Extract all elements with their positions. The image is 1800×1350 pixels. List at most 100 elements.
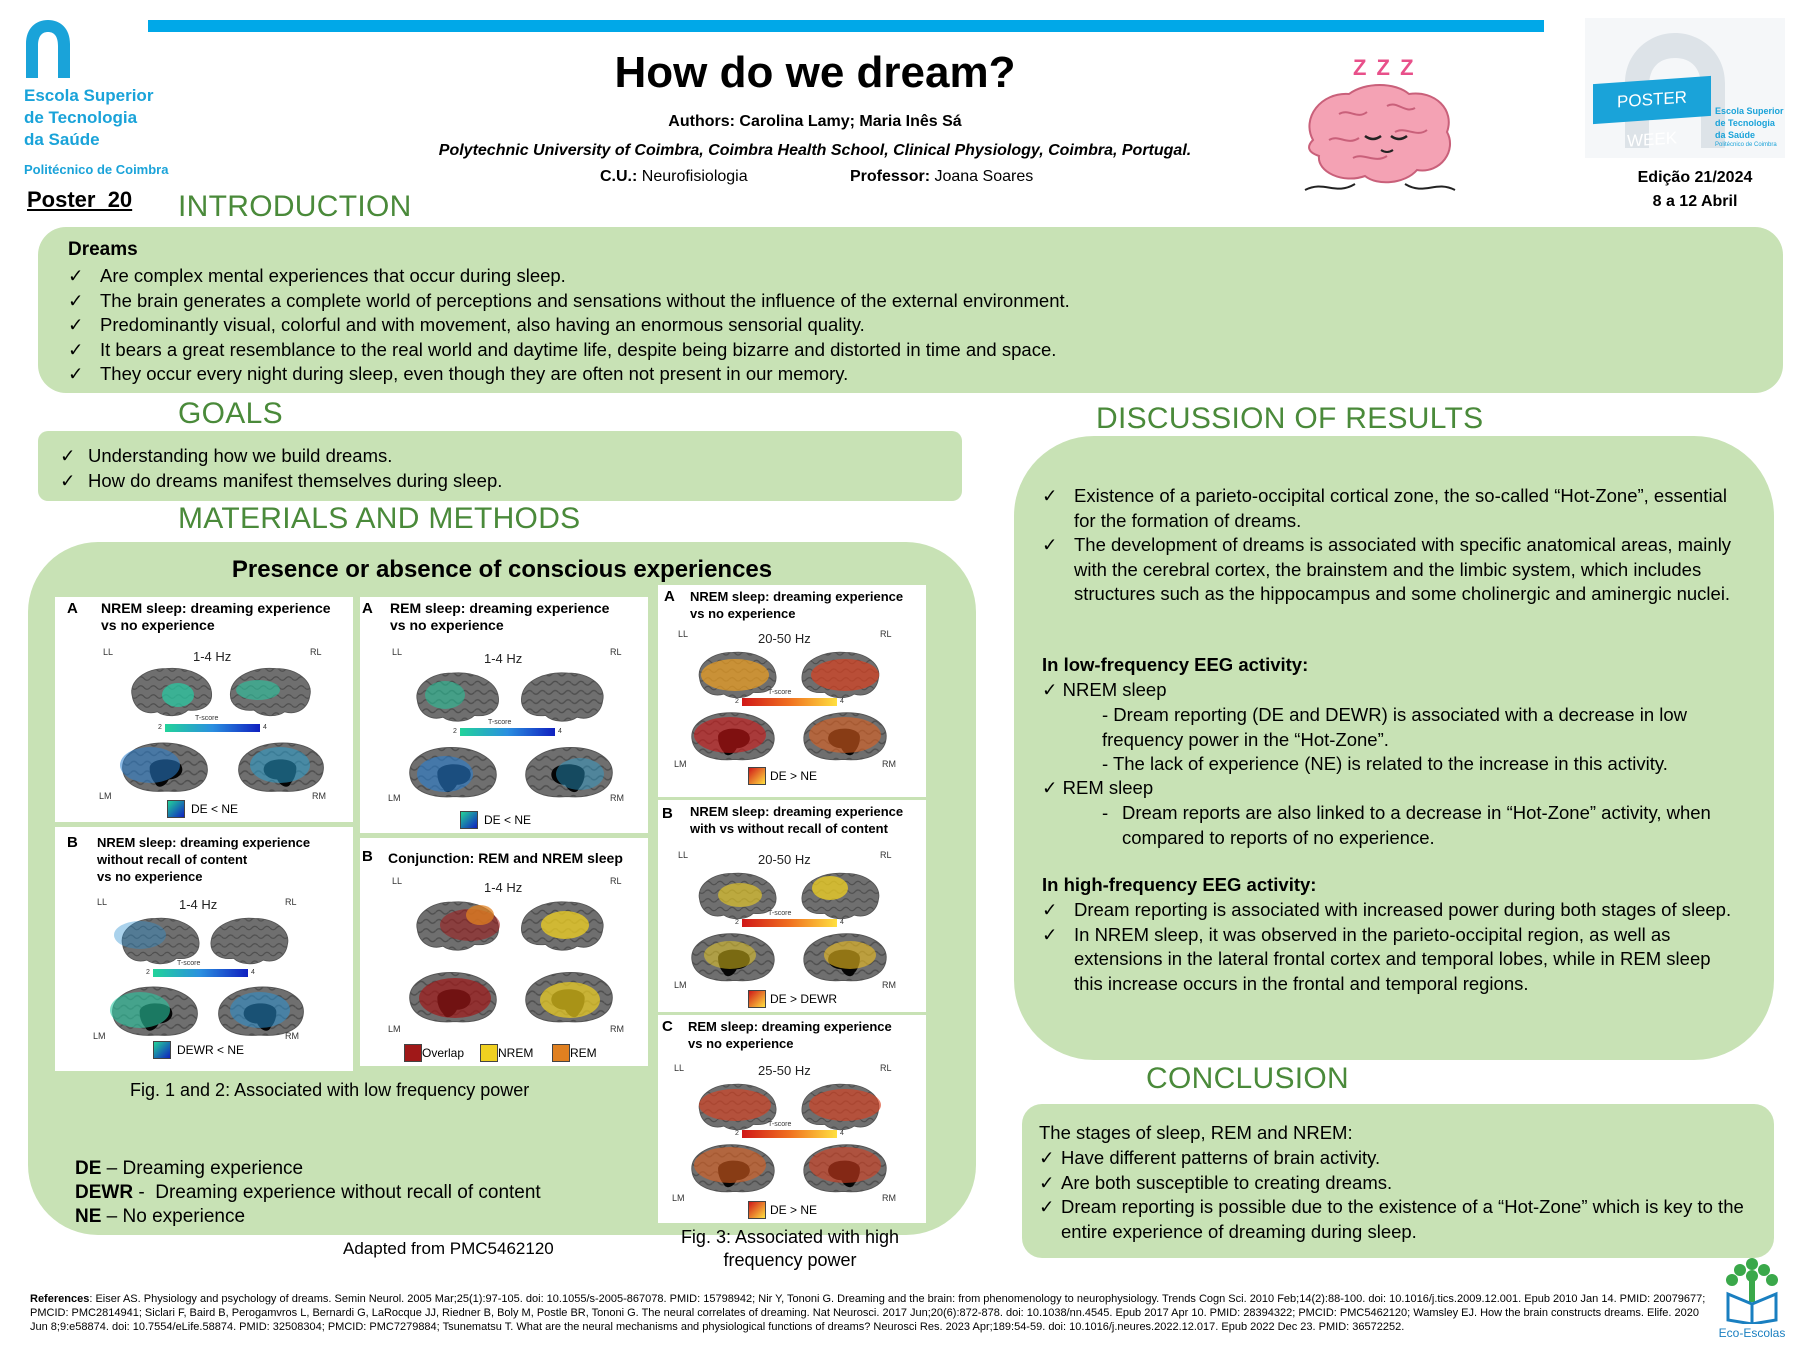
panel-title: NREM sleep: dreaming experience with vs … [690,803,903,837]
abbreviations: DE – Dreaming experience DEWR - Dreaming… [75,1157,541,1229]
methods-box-title: Presence or absence of conscious experie… [231,556,773,583]
corner-lm: LM [99,791,112,801]
brain-medial-left [686,930,780,986]
authors-names: Carolina Lamy; Maria Inês Sá [739,113,962,130]
goal-item-text: How do dreams manifest themselves during… [88,469,503,491]
frequency-label: 1-4 Hz [179,897,218,912]
corner-rm: RM [882,759,896,769]
authors-line: Authors: Carolina Lamy; Maria Inês Sá [380,113,1250,131]
dash-bullet: - [1102,802,1109,823]
accent-bar [148,20,1544,32]
panel-title-line2: vs no experience [688,1036,794,1051]
poster-week-line3: da Saúde [1715,130,1756,140]
legend-swatch-nrem [480,1044,498,1062]
panel-title-line2: vs no experience [690,606,796,621]
brain-medial-right [520,743,618,803]
abbr-ne: NE – No experience [75,1205,541,1229]
panel-title-line1: NREM sleep: dreaming experience [690,804,904,819]
corner-ll: LL [392,647,403,657]
brain-lateral-right [227,665,317,719]
school-logo-line1: Escola Superior [24,86,154,105]
brain-lateral-left [410,669,502,725]
tscore-label: T-score [768,910,792,917]
list-item: ✓Existence of a parieto-occipital cortic… [1042,484,1742,533]
tscore-high: 4 [840,1130,844,1137]
check-icon: ✓ [60,469,76,491]
goal-item-text: Understanding how we build dreams. [88,445,393,466]
poster-week-line4: Politécnico de Coimbra [1715,142,1777,148]
introduction-list: ✓Are complex mental experiences that occ… [68,264,1070,387]
corner-ll: LL [678,850,689,860]
references-label: References [30,1293,90,1305]
low-frequency-heading: In low-frequency EEG activity: [1042,654,1309,675]
figure-panel-1a: A NREM sleep: dreaming experience vs no … [55,597,353,822]
check-icon: ✓ [1039,1196,1055,1217]
conclusion-list: ✓Have different patterns of brain activi… [1039,1146,1764,1244]
corner-rm: RM [610,1024,624,1034]
list-item: ✓Dream reporting is associated with incr… [1042,898,1742,923]
check-icon: ✓ [1042,923,1058,945]
check-icon: ✓ [1042,679,1058,700]
check-icon: ✓ [68,289,84,311]
corner-rl: RL [880,629,892,639]
brain-medial-left [117,739,213,797]
cu-value: Neurofisiologia [641,168,748,185]
poster-week-line1: Escola Superior [1715,106,1784,116]
brain-medial-left [686,709,780,765]
frequency-label: 1-4 Hz [484,880,523,895]
brain-medial-right [798,1141,892,1197]
panel-title: NREM sleep: dreaming experience vs no ex… [690,588,903,622]
poster-title: How do we dream? [614,48,1016,97]
check-icon: ✓ [60,445,76,466]
legend-label: DE < NE [484,813,532,827]
panel-title-line1: NREM sleep: dreaming experience [101,600,331,616]
eco-escolas-logo: Eco-Escolas [1712,1254,1792,1346]
tscore-low: 2 [735,1130,739,1137]
nrem-detail-1: - Dream reporting (DE and DEWR) is assoc… [1102,704,1688,750]
tscore-high: 4 [251,969,255,976]
introduction-box: Dreams ✓Are complex mental experiences t… [38,227,1783,393]
abbr-def: – No experience [101,1206,246,1227]
legend-swatch [153,1041,171,1059]
frequency-label: 25-50 Hz [758,1063,811,1078]
figure-panel-2b: B Conjunction: REM and NREM sleep LL RL … [360,838,648,1066]
fig12-caption: Fig. 1 and 2: Associated with low freque… [130,1080,530,1100]
tscore-low: 2 [453,728,457,735]
panel-title-line2: vs no experience [390,617,504,633]
legend-overlap: Overlap [422,1046,465,1060]
legend-label: DE < NE [191,802,239,816]
tscore-label: T-score [768,689,792,696]
check-icon: ✓ [1042,777,1058,798]
brain-lateral-left [125,665,215,719]
corner-rl: RL [880,1063,892,1073]
professor-label: Professor: [850,168,931,185]
figure-panel-2a: A REM sleep: dreaming experience vs no e… [360,597,648,833]
corner-rl: RL [310,647,322,657]
brain-medial-left [107,983,203,1041]
figure-panel-3b: B NREM sleep: dreaming experience with v… [658,800,926,1012]
tscore-high: 4 [840,698,844,705]
panel-title-line2: vs no experience [101,617,215,633]
corner-rl: RL [610,647,622,657]
corner-ll: LL [392,876,403,886]
figure-panel-1b: B NREM sleep: dreaming experience withou… [55,827,353,1071]
authors-label: Authors: [668,113,735,130]
corner-rm: RM [882,980,896,990]
check-icon: ✓ [1039,1147,1055,1168]
conclusion-lead: The stages of sleep, REM and NREM: [1039,1122,1353,1143]
tscore-colorbar [460,728,555,736]
tscore-high: 4 [558,728,562,735]
discussion-high-list: ✓Dream reporting is associated with incr… [1042,898,1742,996]
figure-panel-3c: C REM sleep: dreaming experience vs no e… [658,1015,926,1223]
legend-rem: REM [570,1046,597,1060]
list-item: ✓The brain generates a complete world of… [68,289,1070,314]
panel-title-line1: REM sleep: dreaming experience [688,1019,892,1034]
nrem-label: ✓ NREM sleep [1042,679,1167,701]
tscore-low: 2 [158,724,162,731]
school-logo: Escola Superior de Tecnologia da Saúde P… [22,18,172,183]
corner-lm: LM [388,793,401,803]
panel-title-line1: NREM sleep: dreaming experience [690,589,904,604]
panel-letter: A [362,600,373,617]
corner-rl: RL [285,897,297,907]
list-item: ✓It bears a great resemblance to the rea… [68,338,1070,363]
